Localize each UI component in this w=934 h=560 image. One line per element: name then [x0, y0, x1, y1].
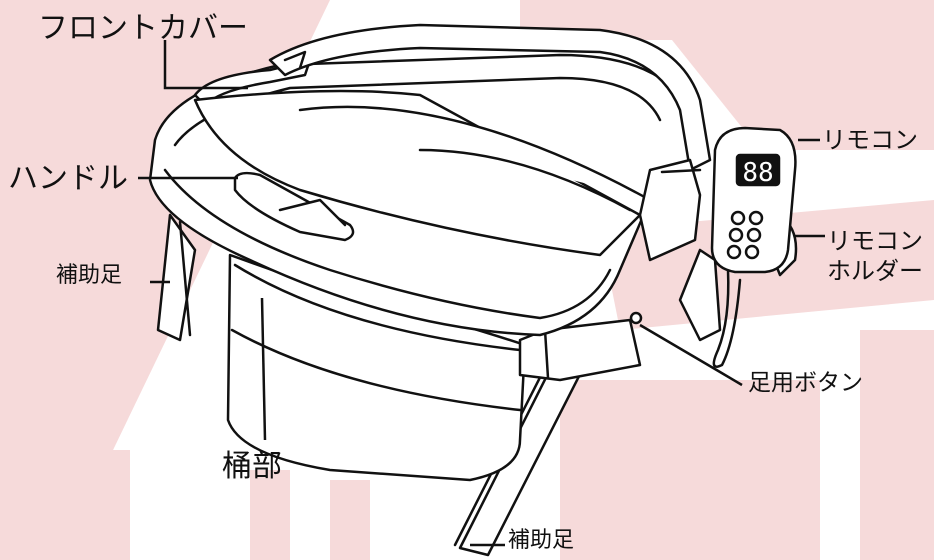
label-remote-holder-line1: リモコン — [827, 227, 923, 255]
foot-spa-drawing — [148, 23, 798, 557]
label-aux-leg-bottom: 補助足 — [508, 528, 575, 553]
label-front-cover: フロントカバー — [38, 11, 248, 46]
label-foot-button: 足用ボタン — [748, 370, 863, 396]
remote-display-digits: 88 — [742, 158, 773, 188]
label-aux-leg-left: 補助足 — [56, 263, 123, 288]
frame-arch — [268, 23, 712, 172]
label-remote-holder-line2: ホルダー — [827, 257, 923, 285]
foot-button — [629, 311, 643, 325]
remote-buttons — [726, 210, 764, 260]
remote-display — [735, 153, 781, 187]
leader-lines — [138, 40, 825, 547]
aux-leg-left — [156, 213, 197, 342]
label-bucket: 桶部 — [222, 449, 282, 484]
label-remote-holder: リモコン ホルダー — [827, 226, 923, 286]
label-remote: リモコン — [822, 126, 918, 154]
label-handle: ハンドル — [8, 161, 128, 196]
inner-basin — [193, 89, 642, 257]
